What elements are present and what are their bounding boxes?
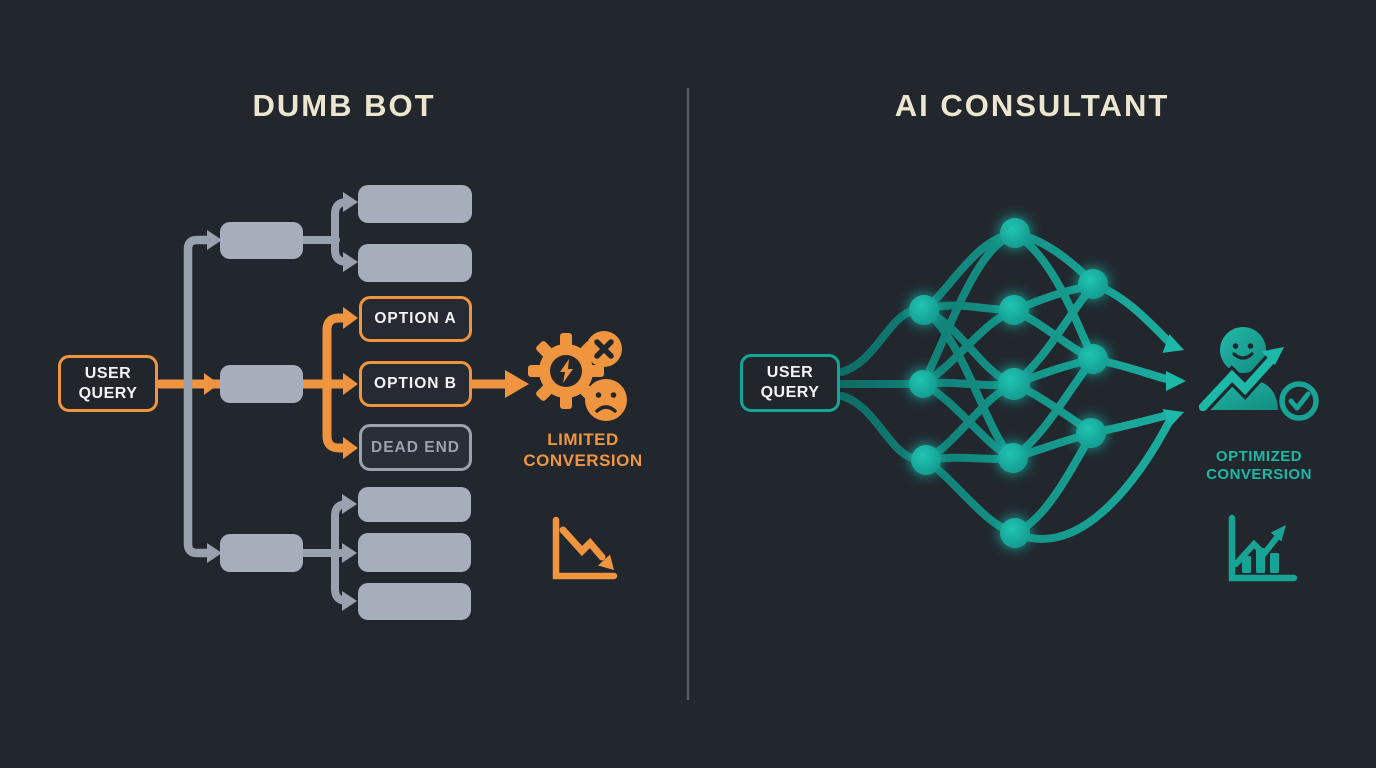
check-badge-icon bbox=[1279, 381, 1319, 421]
right-user-query-line2: QUERY bbox=[760, 384, 820, 401]
decision-tree-connectors bbox=[155, 192, 529, 611]
dead-end-box: DEAD END bbox=[359, 424, 472, 471]
right-user-query-box: USER QUERY bbox=[740, 354, 840, 412]
right-panel-title: AI CONSULTANT bbox=[894, 88, 1170, 123]
option-b-label: OPTION B bbox=[374, 375, 457, 393]
limited-conversion-line2: CONVERSION bbox=[523, 450, 643, 470]
network-output-arrowheads bbox=[1162, 334, 1186, 428]
network-nodes bbox=[909, 218, 1108, 548]
gray-branch-bracket bbox=[183, 235, 217, 558]
tree-leaf-4 bbox=[358, 533, 471, 572]
optimized-conversion-label: OPTIMIZED CONVERSION bbox=[1178, 448, 1340, 485]
right-user-query-line1: USER bbox=[766, 364, 814, 381]
gray-arrowheads bbox=[207, 192, 358, 611]
sad-face-icon bbox=[585, 379, 627, 421]
option-a-box: OPTION A bbox=[359, 296, 472, 342]
tree-node-bottom bbox=[220, 534, 303, 572]
optimized-conversion-line2: CONVERSION bbox=[1206, 466, 1312, 484]
tree-leaf-2 bbox=[358, 244, 472, 282]
left-panel-title: DUMB BOT bbox=[252, 88, 436, 123]
gear-error-icon bbox=[528, 333, 604, 409]
tree-leaf-5 bbox=[358, 583, 471, 620]
limited-conversion-line1: LIMITED bbox=[547, 430, 619, 449]
tree-leaf-1 bbox=[358, 185, 472, 223]
optimized-conversion-icons bbox=[1195, 327, 1319, 582]
dead-end-label: DEAD END bbox=[371, 438, 460, 456]
left-user-query-box: USER QUERY bbox=[58, 355, 158, 412]
rising-chart-icon bbox=[1228, 514, 1298, 582]
limited-conversion-label: LIMITED CONVERSION bbox=[502, 430, 664, 471]
option-a-label: OPTION A bbox=[374, 310, 457, 328]
optimized-conversion-line1: OPTIMIZED bbox=[1215, 448, 1303, 465]
tree-node-top bbox=[220, 222, 303, 259]
option-b-box: OPTION B bbox=[359, 361, 472, 407]
declining-chart-icon bbox=[552, 516, 618, 580]
left-user-query-line2: QUERY bbox=[78, 384, 138, 402]
tree-leaf-3 bbox=[358, 487, 471, 522]
orange-arrowheads bbox=[204, 307, 529, 459]
left-user-query-line1: USER bbox=[84, 364, 132, 382]
limited-conversion-icons bbox=[528, 331, 627, 580]
x-badge-icon bbox=[586, 331, 622, 367]
neural-network bbox=[838, 218, 1186, 548]
growth-arrow-icon bbox=[1195, 347, 1284, 415]
tree-node-middle bbox=[220, 365, 303, 403]
